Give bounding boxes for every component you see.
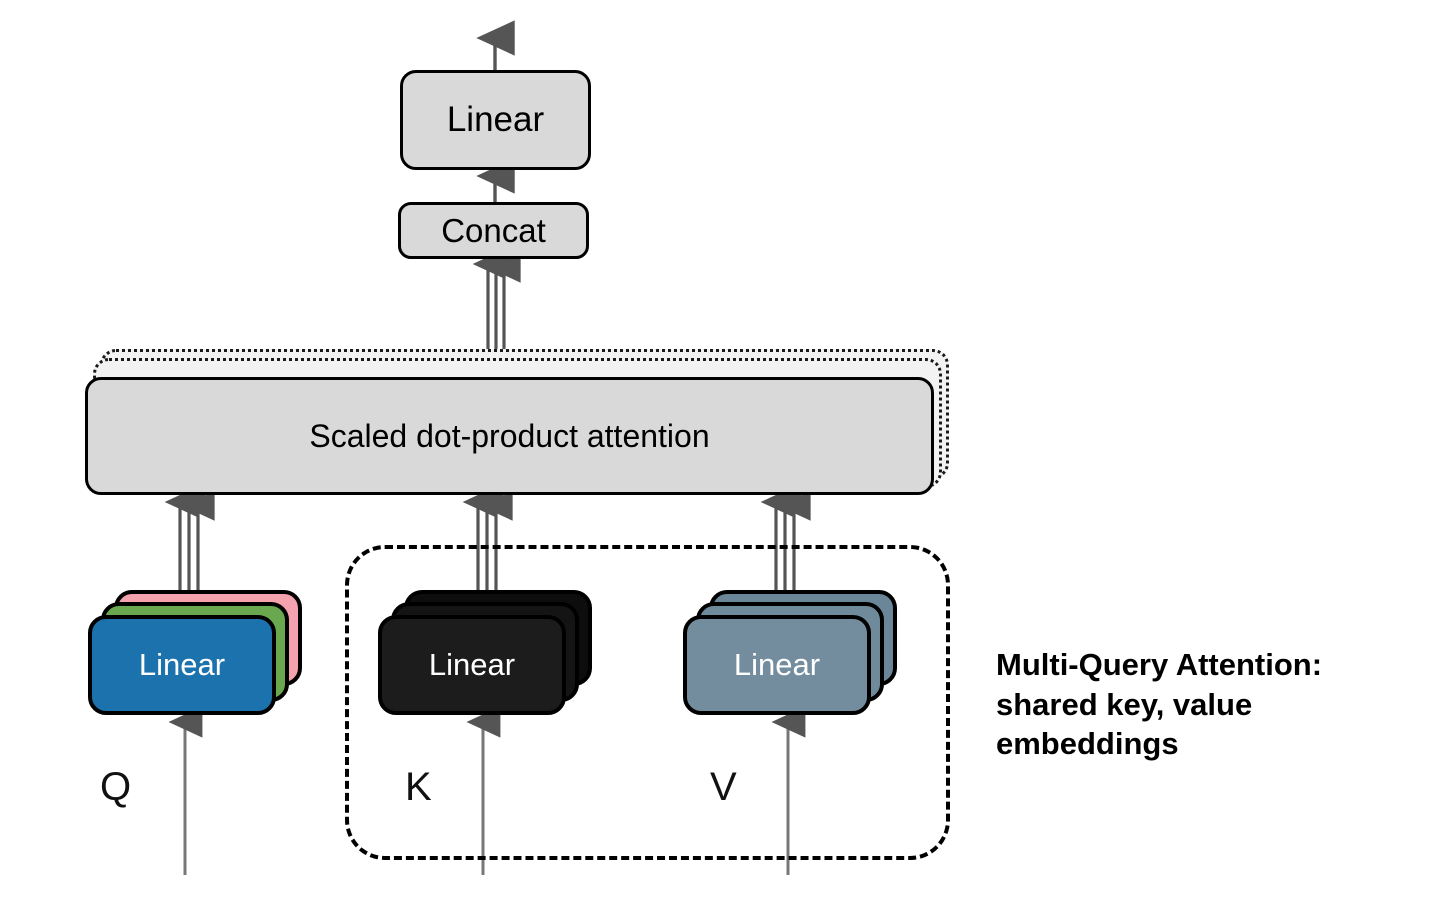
input-label-key: K — [405, 765, 432, 809]
node-concat[interactable]: Concat — [398, 202, 589, 259]
input-label-value: V — [710, 765, 737, 809]
stack-linear-key: Linear — [378, 590, 593, 715]
linear-value-layer-front[interactable]: Linear — [683, 615, 871, 715]
node-linear-output[interactable]: Linear — [400, 70, 591, 170]
shared-kv-group-boundary — [345, 545, 950, 860]
stack-linear-value: Linear — [683, 590, 898, 715]
linear-key-layer-front[interactable]: Linear — [378, 615, 566, 715]
node-scaled-dot-product-attention[interactable]: Scaled dot-product attention — [85, 377, 934, 495]
diagram-caption: Multi-Query Attention: shared key, value… — [996, 647, 1323, 762]
linear-query-layer-front[interactable]: Linear — [88, 615, 276, 715]
stack-linear-query: Linear — [88, 590, 303, 715]
input-label-query: Q — [100, 765, 132, 809]
